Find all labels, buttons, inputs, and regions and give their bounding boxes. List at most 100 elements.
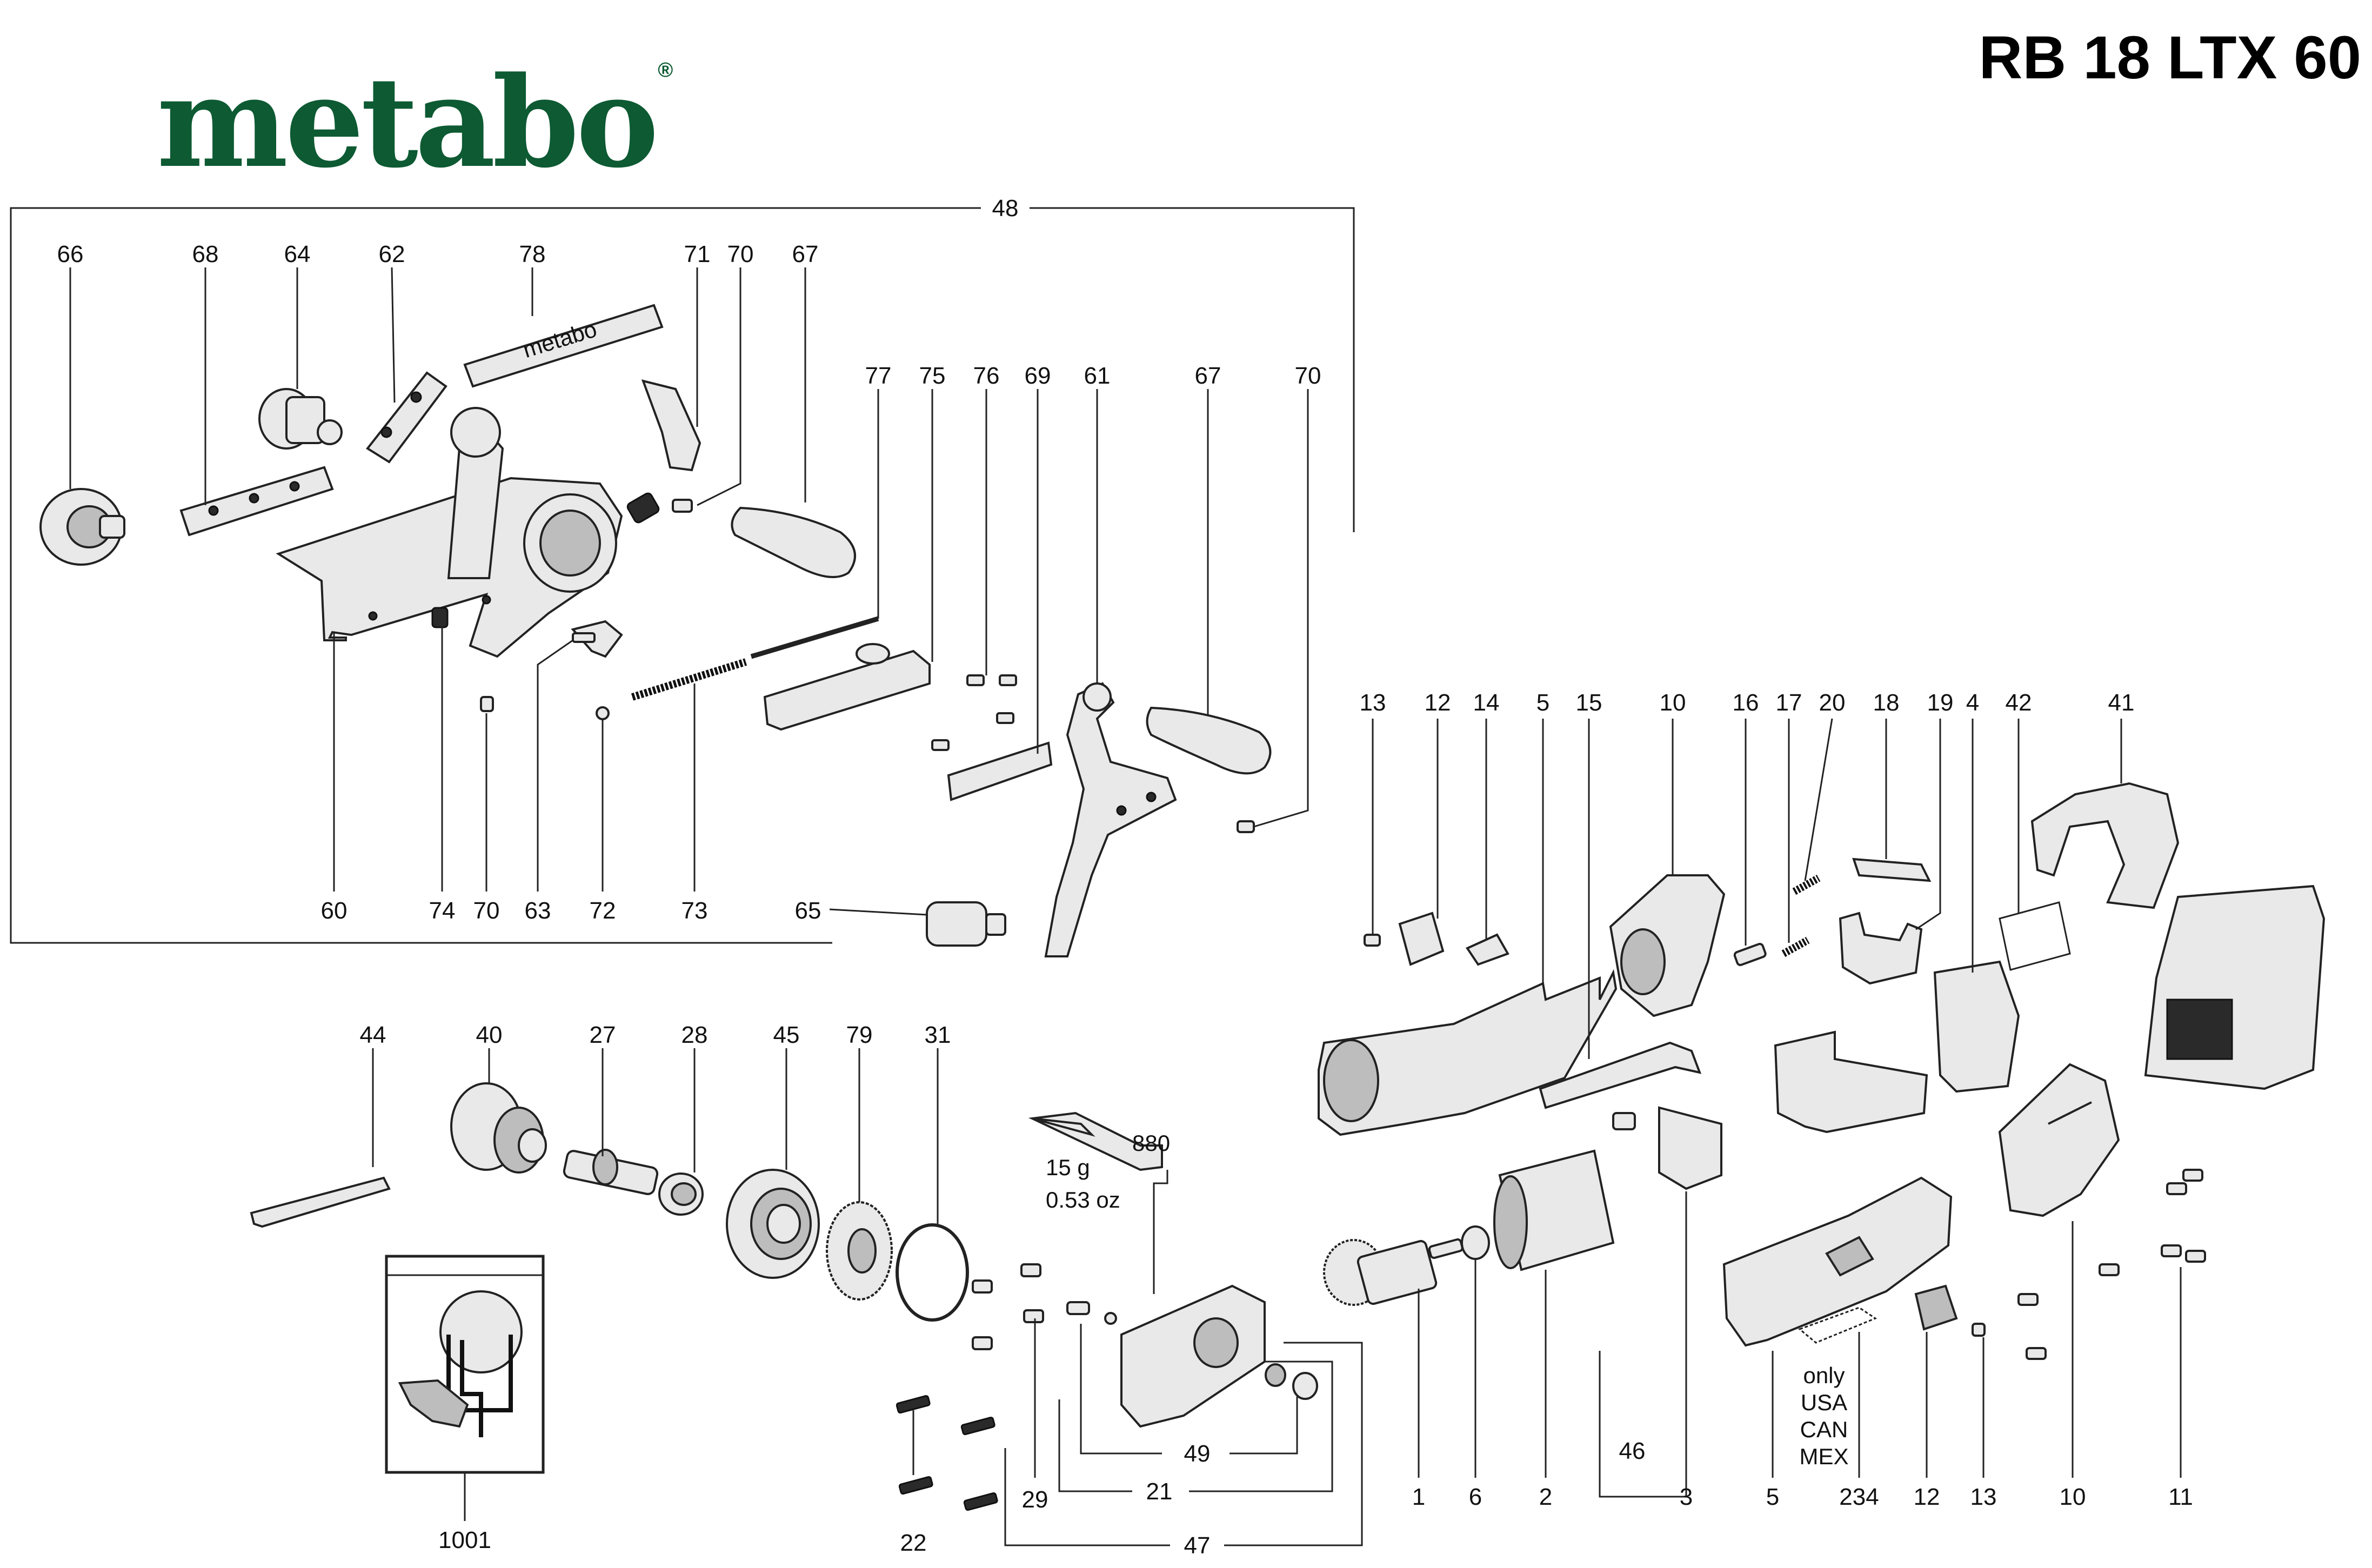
- part-71-lever: [626, 379, 701, 524]
- part-73-spring: [631, 658, 747, 701]
- callout-19: 19: [1927, 689, 1954, 716]
- callout-22: 22: [900, 1530, 927, 1556]
- callout-67-b: 67: [1195, 363, 1221, 389]
- part-5a-upper-housing: [1318, 969, 1618, 1136]
- callout-45: 45: [773, 1022, 800, 1048]
- callout-12-b: 12: [1914, 1484, 1940, 1510]
- brand-name: metabo: [157, 50, 659, 196]
- callout-70-c: 70: [473, 897, 500, 924]
- callout-68: 68: [192, 241, 219, 267]
- part-27-spindle: [563, 1149, 659, 1195]
- part-75-slide: [763, 643, 931, 731]
- part-10b-end-cap: [1998, 1063, 2120, 1217]
- callout-71: 71: [684, 241, 711, 267]
- callout-16: 16: [1733, 689, 1759, 716]
- callout-62: 62: [379, 241, 405, 267]
- callout-78: 78: [519, 241, 546, 267]
- part-46-switch: [1612, 1112, 1636, 1130]
- part-60-guard-housing: [276, 407, 623, 658]
- part-28-bearing: [658, 1172, 704, 1216]
- callout-13-a: 13: [1360, 689, 1386, 716]
- callout-13-b: 13: [1970, 1484, 1997, 1510]
- part-61-arm: [1044, 682, 1177, 957]
- callout-28: 28: [681, 1022, 708, 1048]
- part-11-screws: [2017, 1169, 2206, 1360]
- part-78-decal: metabo: [463, 304, 664, 388]
- part-6-bearing: [1461, 1225, 1490, 1260]
- part-13b-screw: [1972, 1323, 1986, 1337]
- callout-49: 49: [1184, 1440, 1211, 1467]
- part-12b-plate: [1914, 1284, 1958, 1331]
- part-1-armature: [1323, 1238, 1464, 1306]
- callout-234: 234: [1839, 1484, 1879, 1510]
- part-4-electronics: [1774, 960, 2020, 1134]
- callout-29: 29: [1022, 1486, 1048, 1513]
- callout-69: 69: [1025, 363, 1051, 389]
- assembly-48-frame: [10, 207, 1355, 944]
- callout-66: 66: [57, 241, 84, 267]
- part-2-sleeve: [1493, 1149, 1615, 1271]
- callout-77: 77: [865, 363, 892, 389]
- callout-27: 27: [590, 1022, 616, 1048]
- part-21-gear-housing: [1066, 1284, 1266, 1428]
- part-13a-screw: [1364, 934, 1381, 947]
- part-12a-clip: [1398, 912, 1445, 966]
- callout-31: 31: [925, 1022, 951, 1048]
- part-62-bracket: [366, 371, 447, 464]
- callout-5-a: 5: [1536, 689, 1549, 716]
- part-44-hex-key: [250, 1176, 391, 1228]
- part-17-spring: [1781, 936, 1810, 957]
- part-16-clip: [1733, 943, 1767, 966]
- part-45-flange: [726, 1169, 820, 1279]
- part-42-label: [1999, 901, 2071, 971]
- part-67-handle-a: [731, 506, 856, 578]
- callout-1: 1: [1412, 1484, 1425, 1510]
- grease-weight-oz: 0.53 oz: [1046, 1187, 1120, 1212]
- part-70-screw-a: [672, 499, 693, 513]
- callout-15: 15: [1576, 689, 1602, 716]
- callout-46: 46: [1619, 1438, 1646, 1464]
- callout-10-a: 10: [1660, 689, 1686, 716]
- part-72-washer: [596, 706, 610, 720]
- part-76-screws: [931, 674, 1017, 751]
- grease-annotation: 880 15 g 0.53 oz: [1046, 1130, 1170, 1212]
- part-29-screws: [972, 1263, 1044, 1350]
- callout-40: 40: [476, 1022, 503, 1048]
- part-22-screws: [896, 1395, 998, 1511]
- callout-1001: 1001: [438, 1527, 491, 1553]
- region-note-line-3: CAN: [1800, 1417, 1848, 1442]
- part-880-grease-tube: [1028, 1111, 1163, 1171]
- callout-64: 64: [284, 241, 311, 267]
- part-67-handle-b: [1146, 706, 1272, 775]
- callout-79: 79: [846, 1022, 873, 1048]
- callout-75: 75: [919, 363, 946, 389]
- part-battery-pack: [2144, 884, 2326, 1090]
- callout-44: 44: [360, 1022, 386, 1048]
- callout-11: 11: [2168, 1484, 2193, 1510]
- callout-76: 76: [973, 363, 1000, 389]
- part-74-set-screw: [431, 607, 449, 628]
- callout-65: 65: [795, 897, 821, 924]
- part-79-bevel-gear: [826, 1201, 893, 1301]
- leader-lines: [69, 267, 2182, 1546]
- part-234-label: [1798, 1306, 1877, 1344]
- model-title: RB 18 LTX 60: [1979, 24, 2362, 91]
- part-18-latch-bar: [1852, 857, 1932, 882]
- callout-60: 60: [321, 897, 348, 924]
- callout-10-b: 10: [2060, 1484, 2086, 1510]
- callout-70-a: 70: [727, 241, 754, 267]
- part-31-o-ring: [896, 1223, 969, 1322]
- callout-41: 41: [2108, 689, 2135, 716]
- part-3-carrier: [1658, 1106, 1722, 1190]
- callout-42: 42: [2006, 689, 2032, 716]
- callout-18: 18: [1873, 689, 1900, 716]
- part-40-drum: [450, 1082, 547, 1174]
- callout-12-a: 12: [1425, 689, 1451, 716]
- callout-63: 63: [525, 897, 551, 924]
- part-19-release: [1839, 912, 1923, 985]
- callout-73: 73: [681, 897, 708, 924]
- callout-3: 3: [1680, 1484, 1693, 1510]
- metabo-logo: metabo®: [157, 5, 673, 187]
- callout-21: 21: [1146, 1478, 1173, 1505]
- part-49-seals: [1265, 1363, 1318, 1400]
